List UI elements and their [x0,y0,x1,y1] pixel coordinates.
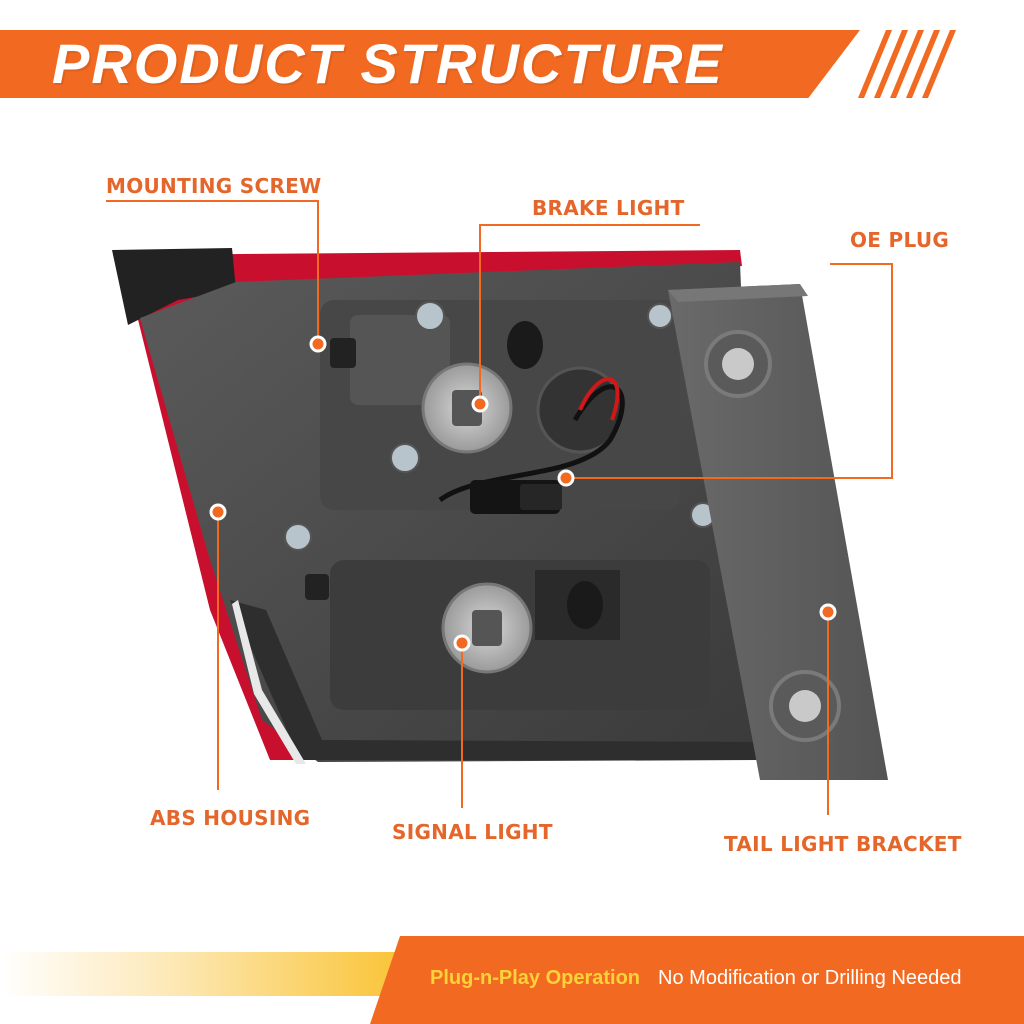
footer-tagline: Plug-n-Play Operation No Modification or … [430,964,962,992]
header-banner [0,30,860,98]
footer-banner [370,936,1024,1024]
callout-tail-light-bracket: TAIL LIGHT BRACKET [724,832,962,856]
footer-highlight-text: Plug-n-Play Operation [430,967,641,989]
callout-abs-housing: ABS HOUSING [150,806,311,830]
footer-text: No Modification or Drilling Needed [658,967,962,989]
banner-stripes-decoration [858,30,956,98]
callout-mounting-screw: MOUNTING SCREW [106,174,322,198]
footer-gradient-bar [0,952,420,996]
callout-oe-plug: OE PLUG [850,228,950,252]
callout-signal-light: SIGNAL LIGHT [392,820,553,844]
callout-brake-light: BRAKE LIGHT [532,196,685,220]
page-title: PRODUCT STRUCTURE [52,32,724,95]
